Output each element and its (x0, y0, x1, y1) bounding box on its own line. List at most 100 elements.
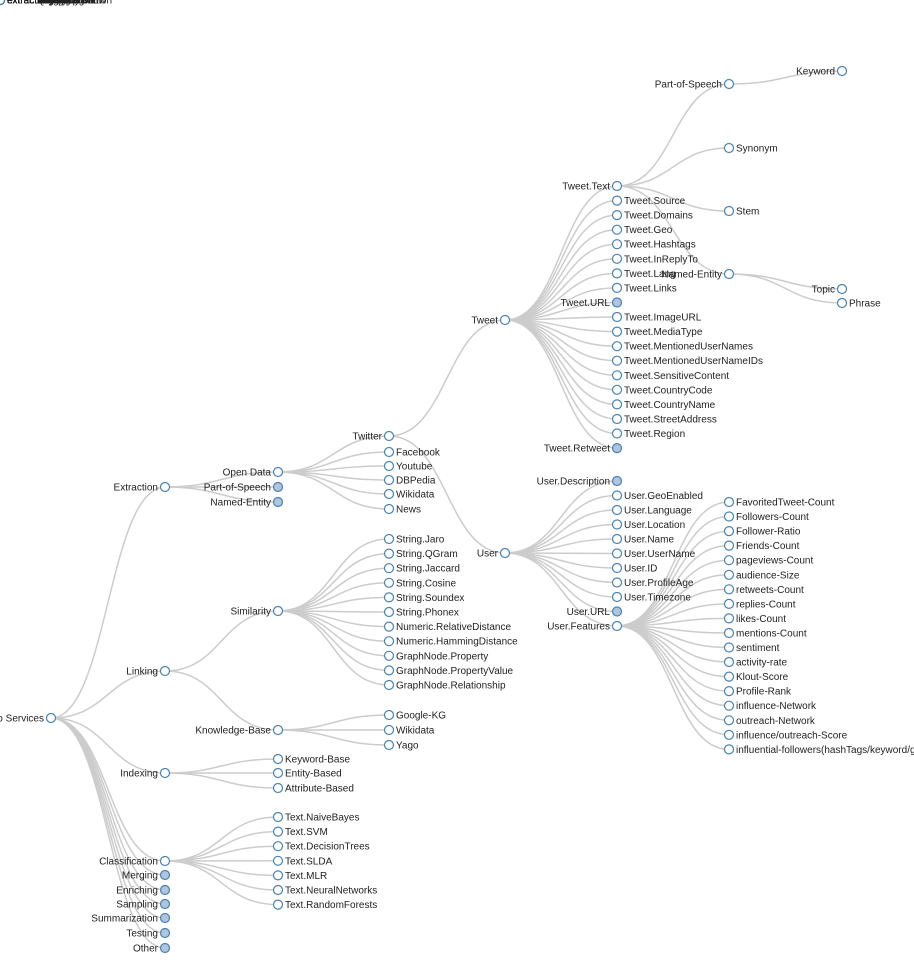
tree-node-tweet-mentionedusernames[interactable]: Tweet.MentionedUserNames (611, 341, 753, 353)
tree-node-text-decisiontrees[interactable]: Text.DecisionTrees (272, 841, 370, 853)
tree-node-testing[interactable]: Testing (126, 927, 171, 940)
node-circle[interactable] (272, 855, 284, 866)
node-circle[interactable] (272, 841, 284, 852)
tree-node-graphnode-property[interactable]: GraphNode.Property (383, 650, 489, 662)
tree-node-string-soundex[interactable]: String.Soundex (383, 592, 465, 604)
node-circle[interactable] (611, 253, 623, 264)
tree-node-friends-count[interactable]: Friends-Count (723, 540, 800, 552)
tree-node-twitter[interactable]: Twitter (353, 430, 395, 443)
tree-node-activity-rate[interactable]: activity-rate (723, 656, 788, 669)
node-circle[interactable] (723, 540, 735, 551)
tree-node-enriching[interactable]: Enriching (116, 884, 171, 897)
node-circle[interactable] (45, 712, 57, 724)
tree-node-influence-outreach-score[interactable]: influence/outreach-Score (723, 729, 848, 741)
tree-node-user-description[interactable]: User.Description (537, 475, 623, 488)
node-circle[interactable] (611, 490, 623, 501)
tree-node-merging[interactable]: Merging (122, 869, 171, 882)
tree-node-tweet-imageurl[interactable]: Tweet.ImageURL (611, 311, 702, 324)
node-circle[interactable] (383, 446, 395, 458)
tree-node-user-geoenabled[interactable]: User.GeoEnabled (611, 490, 703, 502)
tree-node-followers-count[interactable]: Followers-Count (723, 511, 810, 523)
node-circle[interactable] (272, 481, 284, 493)
tree-node-google-kg[interactable]: Google-KG (383, 709, 447, 722)
tree-node-open-data[interactable]: Open Data (223, 466, 284, 479)
node-circle[interactable] (611, 268, 623, 279)
tree-node-tweet-inreplyto[interactable]: Tweet.InReplyTo (611, 253, 699, 265)
node-circle[interactable] (499, 547, 511, 559)
tree-node-user[interactable]: User (477, 547, 511, 560)
tree-node-knowledge-base[interactable]: Knowledge-Base (195, 724, 284, 737)
node-circle[interactable] (611, 239, 623, 250)
tree-node-sentiment[interactable]: sentiment (723, 642, 780, 654)
node-circle[interactable] (611, 443, 623, 454)
node-circle[interactable] (723, 671, 735, 682)
node-circle[interactable] (611, 210, 623, 221)
node-circle[interactable] (723, 205, 735, 217)
node-circle[interactable] (159, 869, 171, 881)
node-circle[interactable] (611, 413, 623, 425)
node-circle[interactable] (723, 268, 735, 280)
tree-node-graphnode-relationship[interactable]: GraphNode.Relationship (383, 679, 506, 692)
tree-node-sampling[interactable]: Sampling (116, 898, 171, 911)
node-circle[interactable] (836, 65, 848, 77)
node-circle[interactable] (723, 613, 735, 624)
tree-node-entity-based[interactable]: Entity-Based (272, 767, 342, 780)
tree-node-yago[interactable]: Yago (383, 739, 420, 752)
node-circle[interactable] (723, 598, 735, 610)
node-circle[interactable] (383, 739, 395, 751)
node-circle[interactable] (383, 563, 395, 574)
tree-node-pageviews-count[interactable]: pageviews-Count (723, 555, 814, 567)
tree-node-string-phonex[interactable]: String.Phonex (383, 606, 459, 619)
node-circle[interactable] (272, 753, 284, 765)
node-circle[interactable] (383, 577, 395, 588)
node-circle[interactable] (159, 898, 171, 910)
tree-node-user-location[interactable]: User.Location (611, 519, 686, 531)
node-circle[interactable] (723, 715, 735, 726)
node-circle[interactable] (611, 180, 623, 192)
node-circle[interactable] (723, 729, 735, 740)
node-circle[interactable] (272, 782, 284, 794)
node-circle[interactable] (272, 605, 284, 617)
tree-node-summarization[interactable]: Summarization (91, 912, 171, 925)
node-circle[interactable] (723, 569, 735, 580)
tree-node-synonym[interactable]: Synonym (723, 142, 778, 155)
tree-node-tweet-mediatype[interactable]: Tweet.MediaType (611, 326, 703, 338)
node-circle[interactable] (383, 488, 395, 500)
node-circle[interactable] (723, 584, 735, 595)
node-circle[interactable] (723, 142, 735, 154)
tree-node-user-username[interactable]: User.UserName (611, 548, 696, 560)
node-circle[interactable] (611, 591, 623, 603)
node-circle[interactable] (272, 899, 284, 910)
tree-node-text-mlr[interactable]: Text.MLR (272, 870, 328, 882)
tree-node-string-jaccard[interactable]: String.Jaccard (383, 563, 460, 575)
tree-node-mentions-count[interactable]: mentions-Count (723, 627, 807, 640)
tree-node-user-timezone[interactable]: User.Timezone (611, 591, 692, 604)
tree-node-outreach-network[interactable]: outreach-Network (723, 715, 816, 727)
node-circle[interactable] (611, 311, 623, 323)
node-circle[interactable] (159, 481, 171, 493)
node-circle[interactable] (611, 399, 623, 410)
tree-node-audience-size[interactable]: audience-Size (723, 569, 800, 581)
tree-node-keyword[interactable]: Keyword (796, 65, 848, 78)
tree-node-follower-ratio[interactable]: Follower-Ratio (723, 525, 801, 538)
node-circle[interactable] (723, 555, 735, 566)
node-circle[interactable] (383, 460, 395, 472)
node-circle[interactable] (383, 606, 395, 618)
tree-node-tweet-countryname[interactable]: Tweet.CountryName (611, 399, 716, 411)
tree-node-tweet-source[interactable]: Tweet.Source (611, 195, 686, 207)
node-circle[interactable] (611, 355, 623, 366)
node-circle[interactable] (611, 384, 623, 395)
node-circle[interactable] (272, 496, 284, 508)
tree-node-dbpedia[interactable]: DBPedia (383, 474, 436, 487)
tree-node-phrase[interactable]: Phrase (836, 297, 882, 310)
tree-node-attribute-based[interactable]: Attribute-Based (272, 782, 354, 795)
node-circle[interactable] (159, 767, 171, 779)
tree-node-user-language[interactable]: User.Language (611, 504, 693, 517)
node-circle[interactable] (611, 606, 623, 617)
tree-node-string-jaro[interactable]: String.Jaro (383, 533, 445, 546)
node-circle[interactable] (836, 297, 848, 309)
node-circle[interactable] (611, 519, 623, 530)
node-circle[interactable] (159, 665, 171, 677)
node-circle[interactable] (383, 621, 395, 632)
node-circle[interactable] (611, 282, 623, 293)
